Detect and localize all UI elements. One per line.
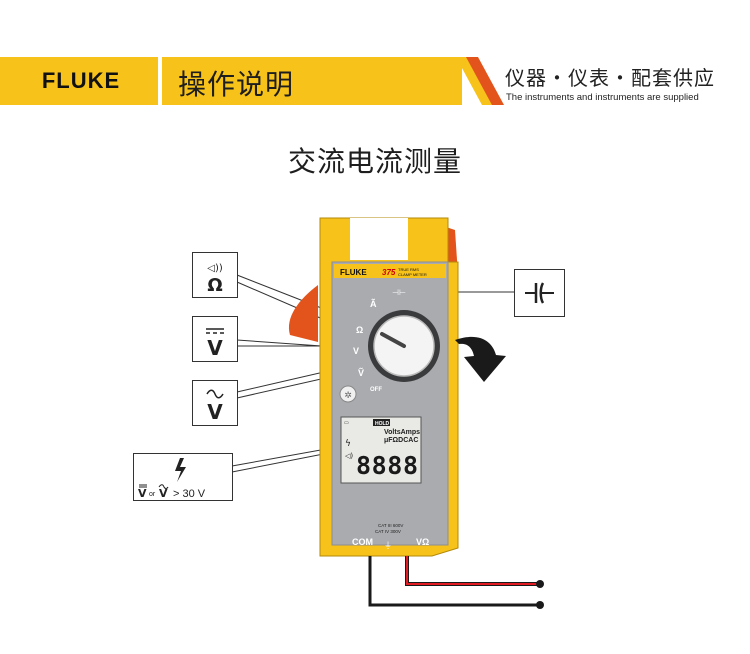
svg-text:FLUKE: FLUKE (42, 68, 120, 93)
callout-ac-volts-symbol: V (207, 400, 223, 424)
header-brand-panel (0, 57, 158, 105)
meter-brand: FLUKE (340, 268, 367, 277)
dial-label-dc-volts: V (353, 346, 359, 356)
svg-text:⏚: ⏚ (384, 541, 392, 550)
clamp-jaw (288, 285, 318, 342)
svg-text:◁)): ◁)) (207, 263, 223, 274)
callout-dc-volts: V (192, 316, 238, 362)
jack-com-label: COM (352, 537, 373, 547)
page-title: 交流电流测量 (287, 145, 462, 178)
hazard-lightning-icon (175, 458, 186, 482)
callout-ac-volts: V (192, 380, 238, 426)
fluke-logo: FLUKE (42, 68, 120, 93)
red-test-lead (405, 556, 540, 586)
dial-label-ac-volts: Ṽ (358, 368, 364, 378)
callout-ohms-symbol: Ω (207, 275, 222, 296)
lcd-beep-icon: ◁) (345, 452, 353, 460)
capacitance-icon (525, 282, 554, 304)
meter-caption-2: CLAMP METER (398, 272, 427, 277)
rotate-arrow-icon (455, 336, 506, 382)
lcd-reading: 8888 (356, 451, 418, 480)
red-lead-tip (536, 580, 544, 588)
meter-caption-1: TRUE RMS (398, 267, 419, 272)
svg-text:V: V (159, 487, 168, 500)
header-title-panel (162, 57, 462, 105)
jaw-opening (350, 218, 408, 260)
lcd-hazard-icon: ϟ (345, 439, 351, 449)
model-label-strip (334, 264, 446, 278)
lcd-units-1: VoltsAmps (384, 429, 420, 436)
black-test-lead (368, 556, 540, 607)
jack-volt-ohm-label: VΩ (416, 537, 429, 547)
backlight-button[interactable]: ✲ (339, 385, 357, 403)
cat-rating-2: CAT IV 300V (375, 529, 401, 534)
meter-face (331, 261, 449, 546)
lcd-hold: HOLD (375, 421, 390, 427)
lcd-display (340, 416, 422, 484)
meter-model: 375 (382, 268, 396, 277)
svg-text:▭: ▭ (344, 420, 349, 426)
dial-label-capacitance: ⊣⊢ (392, 288, 406, 297)
hazard-threshold-text: > 30 V (173, 488, 206, 500)
black-lead-tip (536, 601, 544, 609)
callout-capacitance (514, 269, 565, 317)
tagline-en: The instruments and instruments are supp… (506, 92, 699, 103)
tagline-cn: 仪器・仪表・配套供应 (505, 66, 715, 90)
dial-label-amps: Ã (370, 299, 377, 309)
callout-dc-volts-symbol: V (207, 336, 223, 360)
svg-text:✲: ✲ (344, 391, 352, 401)
cat-rating-1: CAT III 600V (378, 523, 403, 528)
header-stripes (456, 57, 504, 105)
rotary-dial[interactable] (368, 310, 440, 382)
dial-label-off: OFF (370, 387, 382, 393)
lcd-units-2: μFΩDCAC (384, 437, 418, 444)
section-title: 操作说明 (178, 68, 295, 101)
dial-label-ohms: Ω (356, 325, 363, 335)
hazard-or-text: or (149, 491, 156, 498)
callout-continuity-ohms: ◁)) Ω (192, 252, 238, 298)
callout-hazard-voltage: V or V > 30 V (133, 453, 233, 501)
svg-text:V: V (138, 487, 147, 500)
